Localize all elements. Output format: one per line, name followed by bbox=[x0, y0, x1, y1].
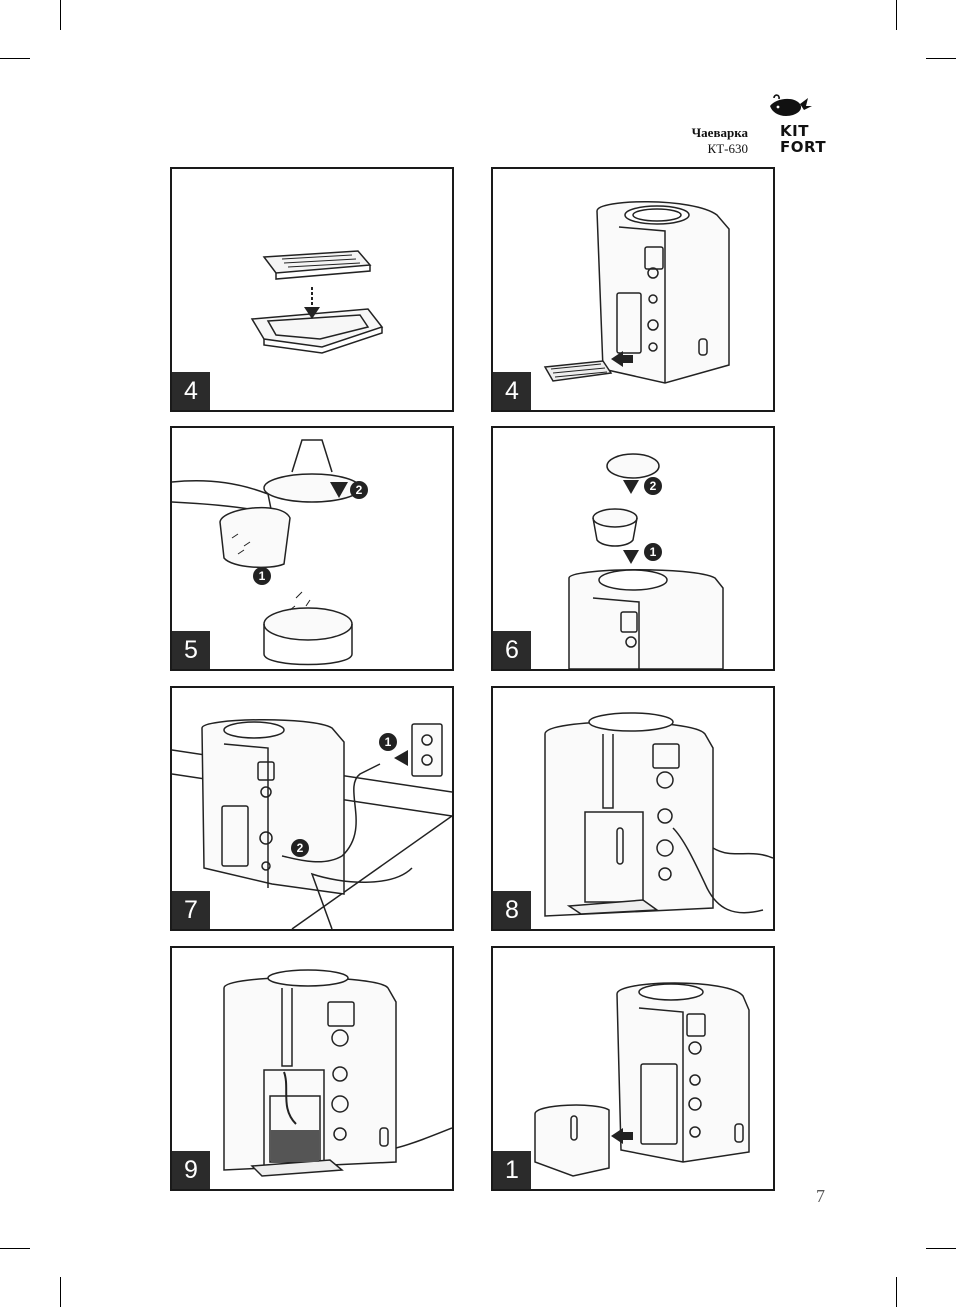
product-name: Чаеварка bbox=[668, 125, 748, 141]
press-buttons-icon bbox=[493, 688, 773, 929]
model-number: КТ-630 bbox=[668, 141, 748, 157]
instruction-panel: 2 1 5 bbox=[170, 426, 454, 671]
badge-one: 1 bbox=[259, 569, 266, 583]
instruction-panel: 1 bbox=[491, 946, 775, 1191]
instruction-panel: 1 2 7 bbox=[170, 686, 454, 931]
badge-two: 2 bbox=[297, 841, 304, 855]
instruction-panel: 8 bbox=[491, 686, 775, 931]
step-number: 4 bbox=[172, 372, 210, 410]
badge-two: 2 bbox=[650, 479, 657, 493]
instruction-panel: 4 bbox=[170, 167, 454, 412]
instruction-panel: 9 bbox=[170, 946, 454, 1191]
instruction-panel: 4 bbox=[491, 167, 775, 412]
crop-mark bbox=[60, 0, 61, 30]
logo-text-fort: FORT bbox=[780, 140, 826, 155]
badge-two: 2 bbox=[356, 483, 363, 497]
step-number: 1 bbox=[493, 1151, 531, 1189]
brewing-icon bbox=[172, 948, 452, 1189]
crop-mark bbox=[896, 0, 897, 30]
instruction-panel: 2 1 6 bbox=[491, 426, 775, 671]
step-number: 5 bbox=[172, 631, 210, 669]
plug-in-power-icon: 1 2 bbox=[172, 688, 452, 929]
step-number: 4 bbox=[493, 372, 531, 410]
crop-mark bbox=[896, 1277, 897, 1307]
step-number: 7 bbox=[172, 891, 210, 929]
page-number: 7 bbox=[816, 1186, 825, 1207]
crop-mark bbox=[926, 58, 956, 59]
step-number: 6 bbox=[493, 631, 531, 669]
drip-tray-grid-insert-icon bbox=[172, 169, 452, 410]
crop-mark bbox=[60, 1277, 61, 1307]
tea-into-filter-icon: 2 1 bbox=[172, 428, 452, 669]
step-number: 9 bbox=[172, 1151, 210, 1189]
step-number: 8 bbox=[493, 891, 531, 929]
logo-text-kit: KIT bbox=[780, 124, 809, 139]
badge-one: 1 bbox=[650, 545, 657, 559]
attach-cover-icon bbox=[493, 948, 773, 1189]
crop-mark bbox=[0, 1248, 30, 1249]
crop-mark bbox=[0, 58, 30, 59]
badge-one: 1 bbox=[385, 735, 392, 749]
filter-lid-insert-icon: 2 1 bbox=[493, 428, 773, 669]
drip-tray-slide-in-icon bbox=[493, 169, 773, 410]
crop-mark bbox=[926, 1248, 956, 1249]
